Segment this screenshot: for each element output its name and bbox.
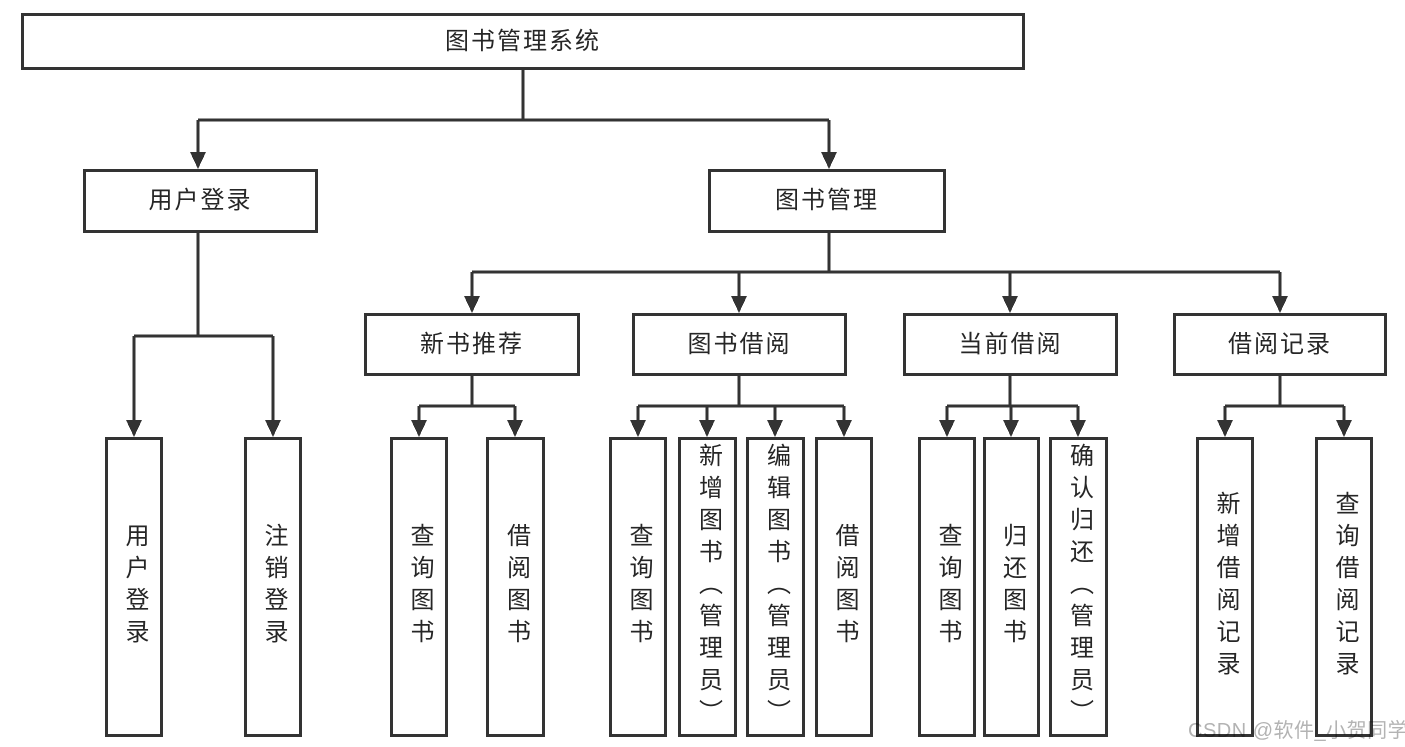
node-logout: 注销登录 bbox=[244, 437, 302, 737]
node-query-books-under-borrowing: 查询图书 bbox=[609, 437, 667, 737]
node-query-books-under-current: 查询图书 bbox=[918, 437, 976, 737]
node-book-borrowing: 图书借阅 bbox=[632, 313, 847, 376]
node-library-management-system: 图书管理系统 bbox=[21, 13, 1025, 70]
node-return-books: 归还图书 bbox=[983, 437, 1040, 737]
node-add-books-admin: 新增图书（管理员） bbox=[678, 437, 737, 737]
node-add-borrowing-record: 新增借阅记录 bbox=[1196, 437, 1254, 737]
node-current-borrowing: 当前借阅 bbox=[903, 313, 1118, 376]
node-user-login-leaf: 用户登录 bbox=[105, 437, 163, 737]
node-edit-books-admin: 编辑图书（管理员） bbox=[746, 437, 805, 737]
node-confirm-return-admin: 确认归还（管理员） bbox=[1049, 437, 1108, 737]
node-query-borrowing-record: 查询借阅记录 bbox=[1315, 437, 1373, 737]
node-borrow-books-under-recommendation: 借阅图书 bbox=[486, 437, 545, 737]
node-user-login-branch: 用户登录 bbox=[83, 169, 318, 233]
csdn-watermark: CSDN @软件_小贺同学 bbox=[1188, 720, 1405, 742]
node-query-books-under-recommendation: 查询图书 bbox=[390, 437, 448, 737]
node-borrow-books-under-borrowing: 借阅图书 bbox=[815, 437, 873, 737]
node-new-book-recommendation: 新书推荐 bbox=[364, 313, 580, 376]
node-book-management-branch: 图书管理 bbox=[708, 169, 946, 233]
node-borrowing-records: 借阅记录 bbox=[1173, 313, 1387, 376]
